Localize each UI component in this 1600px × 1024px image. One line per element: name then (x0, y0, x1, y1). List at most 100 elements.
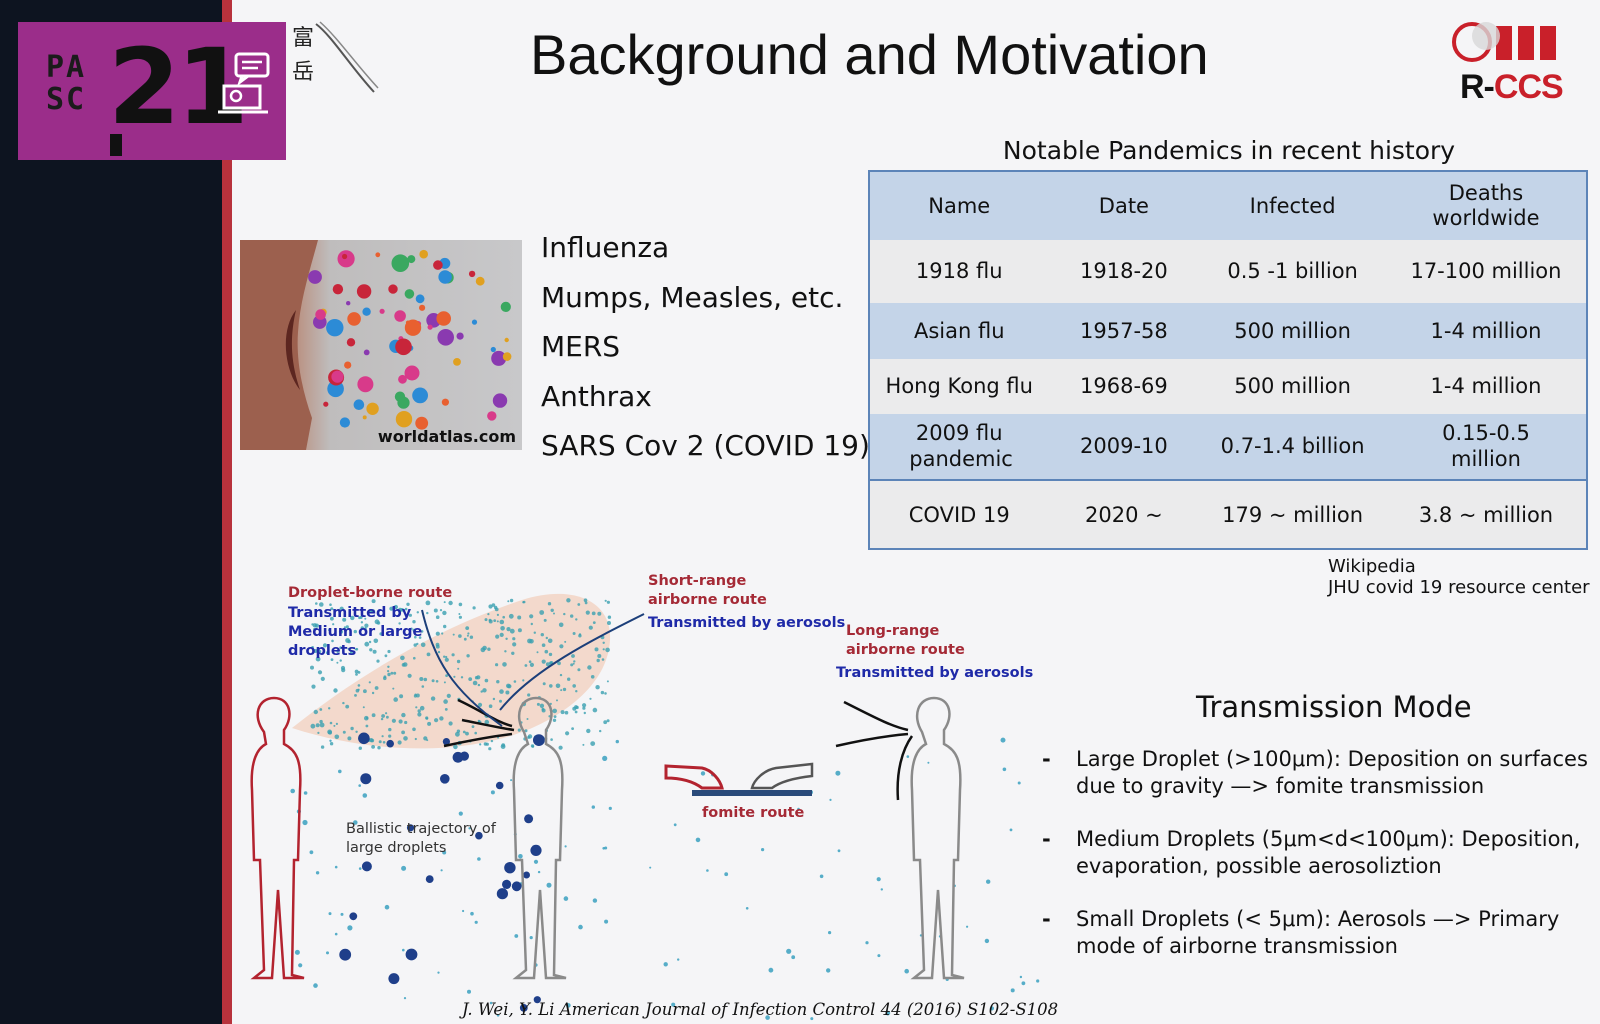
inhalation-arrows (443, 698, 914, 801)
fugaku-logo: 富岳 (292, 18, 382, 102)
transmission-figure (250, 593, 1040, 1021)
disease-item: Mumps, Measles, etc. (541, 280, 844, 314)
fugaku-text: 富岳 (292, 26, 315, 85)
disease-item: Influenza (541, 231, 670, 264)
cell-name: Hong Kong flu (869, 359, 1049, 414)
pasc-letters: PA SC (46, 52, 86, 116)
pasc-letters-bottom: SC (46, 82, 87, 117)
droplet-route-desc: Transmitted by Medium or large droplets (288, 604, 422, 661)
transmission-item-text: Large Droplet (>100μm): Deposition on su… (1076, 747, 1588, 798)
cell-infected: 500 million (1199, 302, 1386, 360)
cell-deaths: 17-100 million (1385, 240, 1587, 303)
transmission-item-text: Medium Droplets (5μm<d<100μm): Depositio… (1076, 827, 1581, 878)
cell-deaths: 1-4 million (1385, 359, 1587, 414)
cell-name: COVID 19 (869, 479, 1049, 549)
bullet-dash: - (1042, 907, 1051, 931)
source-item: JHU covid 19 resource center (1328, 577, 1590, 598)
rccs-mark-icon (1452, 22, 1556, 62)
cell-date: 2020 ~ (1048, 479, 1200, 549)
short-range-title: Short-range airborne route (648, 572, 767, 610)
cell-deaths-text: 0.15-0.5 million (1442, 421, 1530, 472)
presenter-laptop-icon (218, 52, 270, 114)
long-range-desc: Transmitted by aerosols (836, 665, 1034, 681)
cell-infected: 179 ~ million (1199, 479, 1386, 549)
disease-item: SARS Cov 2 (COVID 19) (541, 429, 870, 462)
cell-date: 1957-58 (1048, 302, 1200, 360)
ballistic-label-line: Ballistic trajectory of (346, 821, 496, 837)
header-deaths-text: Deaths worldwide (1432, 181, 1540, 230)
ballistic-label-line: large droplets (346, 840, 447, 856)
pasc21-logo: PA SC 21 (18, 22, 286, 160)
table-row: 1918 flu 1918-20 0.5 -1 billion 17-100 m… (869, 240, 1587, 303)
header-deaths: Deaths worldwide (1385, 171, 1587, 240)
citation: J. Wei, Y. Li American Journal of Infect… (462, 1000, 1059, 1019)
header-name: Name (869, 171, 1049, 240)
short-range-desc: Transmitted by aerosols (648, 615, 846, 631)
long-range-title: Long-range airborne route (846, 622, 965, 660)
transmission-item: - Large Droplet (>100μm): Deposition on s… (1040, 746, 1600, 800)
image-credit: worldatlas.com (377, 427, 516, 446)
table-caption: Notable Pandemics in recent history (1002, 136, 1456, 165)
droplet-route-desc-line: Transmitted by (288, 605, 412, 621)
cell-date: 1918-20 (1048, 240, 1200, 303)
disease-list: Influenza Mumps, Measles, etc. MERS Anth… (541, 226, 870, 474)
short-range-title-line: airborne route (648, 592, 767, 608)
long-range-title-line: Long-range (846, 623, 940, 639)
rccs-text-ccs: CCS (1493, 68, 1564, 106)
transmission-title: Transmission Mode (1196, 690, 1472, 724)
transmission-item-text: Small Droplets (< 5μm): Aerosols —> Prim… (1076, 907, 1560, 958)
long-range-title-line: airborne route (846, 642, 965, 658)
pasc-tick (110, 134, 122, 156)
pathogens-illustration: worldatlas.com (240, 240, 522, 450)
cell-date: 1968-69 (1048, 359, 1200, 414)
cell-date: 2009-10 (1048, 413, 1200, 481)
table-row: 2009 flu pandemic 2009-10 0.7-1.4 billio… (869, 413, 1587, 481)
transmission-diagram: Droplet-borne route Transmitted by Mediu… (232, 560, 1062, 1024)
pasc-letters-top: PA (46, 50, 87, 85)
cell-deaths: 3.8 ~ million (1385, 479, 1587, 549)
source-item: Wikipedia (1328, 556, 1416, 577)
short-range-title-line: Short-range (648, 573, 747, 589)
table-row: COVID 19 2020 ~ 179 ~ million 3.8 ~ mill… (869, 479, 1587, 549)
bullet-dash: - (1042, 747, 1051, 771)
cell-infected: 500 million (1199, 359, 1386, 414)
droplet-plume (292, 593, 611, 749)
cell-name: Asian flu (869, 302, 1049, 360)
cell-deaths: 1-4 million (1385, 302, 1587, 360)
header-infected: Infected (1199, 171, 1386, 240)
video-left-bar (0, 0, 222, 1024)
fomite-hands-icon (664, 762, 814, 796)
cell-infected: 0.7-1.4 billion (1199, 413, 1386, 481)
rccs-logo: R-CCS (1452, 20, 1564, 106)
transmission-list: - Large Droplet (>100μm): Deposition on s… (1040, 746, 1600, 986)
transmission-item: - Medium Droplets (5μm<d<100μm): Depositi… (1040, 826, 1600, 880)
cell-name: 2009 flu pandemic (869, 413, 1049, 481)
transmission-item: - Small Droplets (< 5μm): Aerosols —> Pri… (1040, 906, 1600, 960)
droplet-route-desc-line: droplets (288, 643, 357, 659)
mouth-pathogens-icon (240, 240, 512, 450)
pathogen-particles (308, 249, 512, 430)
table-row: Hong Kong flu 1968-69 500 million 1-4 mi… (869, 359, 1587, 414)
label-leader-lines (421, 609, 645, 727)
rccs-text: R-CCS (1460, 68, 1564, 107)
cell-infected: 0.5 -1 billion (1199, 240, 1386, 303)
cell-name-text: 2009 flu pandemic (909, 421, 1013, 472)
cell-deaths: 0.15-0.5 million (1385, 413, 1587, 481)
distant-person-icon (910, 696, 965, 980)
receiver-person-icon (512, 696, 567, 980)
table-sources: Wikipedia JHU covid 19 resource center (1328, 556, 1590, 598)
fomite-label: fomite route (702, 805, 805, 821)
table-row: Asian flu 1957-58 500 million 1-4 millio… (869, 302, 1587, 360)
slide-title: Background and Motivation (530, 23, 1209, 86)
disease-item: MERS (541, 330, 621, 363)
bullet-dash: - (1042, 827, 1051, 851)
ballistic-label: Ballistic trajectory of large droplets (346, 820, 496, 858)
table-header-row: Name Date Infected Deaths worldwide (869, 171, 1587, 240)
rccs-text-r: R- (1460, 68, 1495, 106)
droplet-route-title: Droplet-borne route (288, 585, 453, 601)
pandemics-table: Name Date Infected Deaths worldwide 1918… (868, 170, 1588, 550)
emitter-person-icon (250, 696, 305, 980)
slide-edge-line (222, 0, 232, 1024)
fugaku-swoosh-icon (315, 21, 379, 93)
cell-name: 1918 flu (869, 240, 1049, 303)
